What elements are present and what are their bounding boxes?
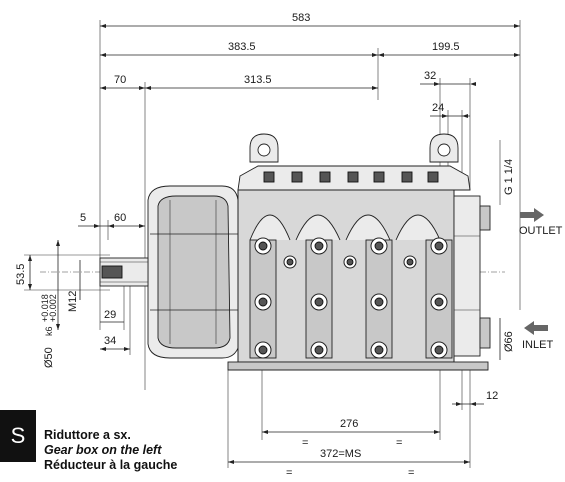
bottom-dimension-texts: 276 = = 372=MS = = 12 <box>286 390 498 479</box>
dim-g-thread: G 1 1/4 <box>503 159 515 195</box>
dim-equal-2: = <box>396 437 402 449</box>
caption-block: Riduttore a sx. Gear box on the left Réd… <box>44 428 177 473</box>
shaft-dimension-texts: 5 60 53.5 M12 Ø50 k6 +0.018 +0.002 29 34 <box>15 212 126 368</box>
outlet-label: OUTLET <box>519 225 563 237</box>
dim-equal-1: = <box>302 437 308 449</box>
pump-body <box>40 133 505 371</box>
dim-313-5: 313.5 <box>244 74 272 86</box>
caption-line-italian: Riduttore a sx. <box>44 428 131 442</box>
dim-equal-3: = <box>286 467 292 479</box>
dim-m12: M12 <box>67 291 79 312</box>
dim-583: 583 <box>292 12 310 24</box>
dim-383-5: 383.5 <box>228 41 256 53</box>
inlet-label: INLET <box>522 339 553 351</box>
dim-shaft-tol-bot: +0.002 <box>48 294 58 322</box>
dim-shaft-tol-top: +0.018 <box>40 294 50 322</box>
dim-12: 12 <box>486 390 498 402</box>
dim-32: 32 <box>424 70 436 82</box>
dim-5: 5 <box>80 212 86 224</box>
dim-34: 34 <box>104 335 116 347</box>
dim-53-5: 53.5 <box>15 264 27 285</box>
top-dimension-texts: 583 383.5 199.5 70 313.5 32 24 G 1 1/4 <box>114 12 515 195</box>
dim-shaft-dia: Ø50 <box>43 347 55 368</box>
dim-372-ms: 372=MS <box>320 448 361 460</box>
dim-24: 24 <box>432 102 444 114</box>
dim-equal-4: = <box>408 467 414 479</box>
inlet-arrow-icon <box>524 321 548 335</box>
dim-60: 60 <box>114 212 126 224</box>
caption-line-french: Réducteur à la gauche <box>44 458 178 472</box>
dim-276: 276 <box>340 418 358 430</box>
dim-shaft-tol-k: k6 <box>44 326 54 336</box>
top-dimension-lines <box>99 20 521 390</box>
dim-199-5: 199.5 <box>432 41 460 53</box>
dim-70: 70 <box>114 74 126 86</box>
dim-29: 29 <box>104 309 116 321</box>
bottom-dimension-lines <box>227 370 484 468</box>
outlet-arrow-icon <box>520 208 544 222</box>
variant-badge: S <box>0 410 36 462</box>
caption-line-english: Gear box on the left <box>44 443 162 457</box>
port-arrows: OUTLET INLET Ø66 <box>499 208 563 360</box>
shaft-dimension-lines <box>24 220 145 355</box>
dim-dia-66: Ø66 <box>503 331 515 352</box>
